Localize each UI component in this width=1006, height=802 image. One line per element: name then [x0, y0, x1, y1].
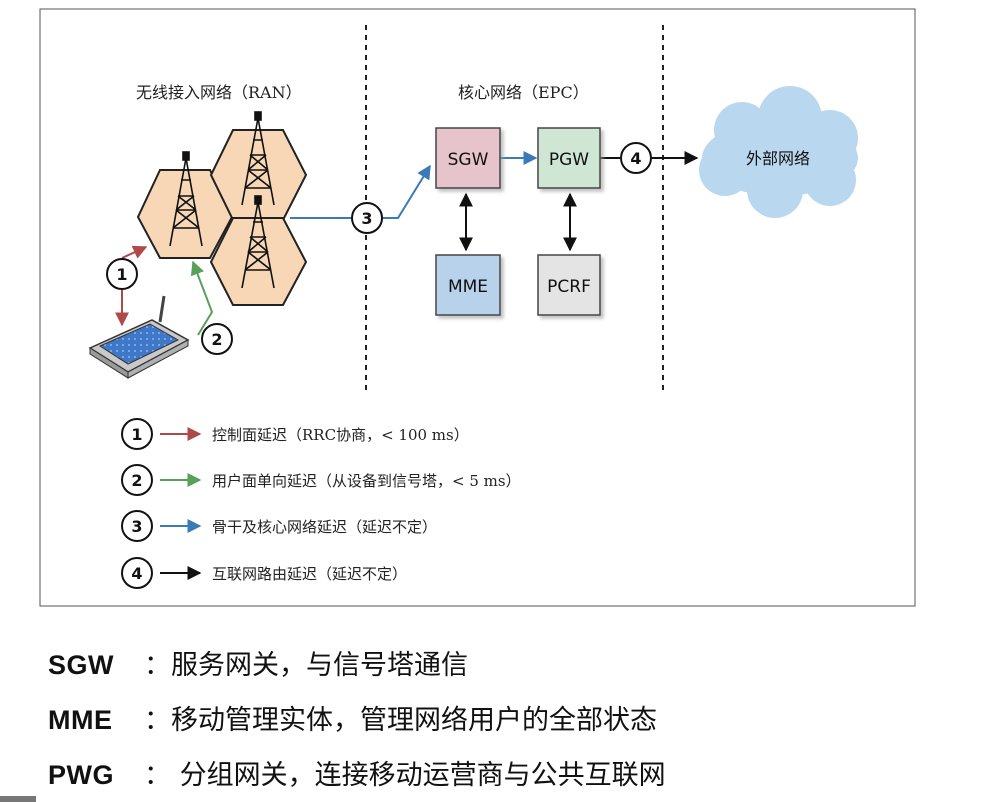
- definition-text: ： 分组网关，连接移动运营商与公共互联网: [144, 760, 666, 791]
- definition-text: ：移动管理实体，管理网络用户的全部状态: [144, 705, 657, 736]
- ran-label: 无线接入网络（RAN）: [136, 83, 302, 102]
- mme-node: MME: [435, 254, 501, 316]
- definition-pwg: PWG ： 分组网关，连接移动运营商与公共互联网: [48, 753, 666, 792]
- definition-term: SGW: [48, 650, 114, 680]
- cloud-label: 外部网络: [746, 149, 810, 168]
- mme-label: MME: [448, 277, 488, 297]
- legend-item: 2 用户面单向延迟（从设备到信号塔，< 5 ms）: [121, 464, 521, 496]
- marker-1-text: 1: [116, 265, 127, 284]
- legend-num: 2: [131, 471, 142, 490]
- cloud-icon: [699, 86, 858, 218]
- pgw-node: PGW: [537, 127, 601, 189]
- definition-sgw: SGW ：服务网关，与信号塔通信: [48, 643, 468, 682]
- legend-text: 骨干及核心网络延迟（延迟不定）: [212, 518, 437, 536]
- sgw-node: SGW: [435, 127, 501, 189]
- arrow-backbone: [382, 164, 431, 219]
- definition-text: ：服务网关，与信号塔通信: [144, 650, 468, 681]
- epc-label: 核心网络（EPC）: [458, 83, 589, 102]
- legend-text: 互联网路由延迟（延迟不定）: [212, 565, 407, 583]
- arrow-user-plane: [190, 260, 214, 336]
- legend-num: 4: [131, 564, 142, 583]
- arrow-control-plane-up: [121, 245, 148, 259]
- legend-text: 控制面延迟（RRC协商，< 100 ms）: [212, 426, 469, 444]
- cell-hexagon-bottom: [209, 217, 308, 306]
- cell-hexagon-left: [136, 169, 234, 259]
- laptop-device-icon: [88, 295, 190, 379]
- definition-term: MME: [48, 705, 113, 735]
- legend: 1 控制面延迟（RRC协商，< 100 ms） 2 用户面单向延迟（从设备到信号…: [121, 418, 521, 589]
- marker-4: 4: [620, 142, 652, 174]
- marker-2: 2: [201, 323, 233, 355]
- definition-term: PWG: [48, 760, 114, 790]
- marker-1: 1: [106, 258, 138, 290]
- definition-mme: MME ：移动管理实体，管理网络用户的全部状态: [48, 698, 657, 737]
- pcrf-node: PCRF: [537, 254, 601, 316]
- ran-cells: [136, 129, 308, 306]
- corner-bar: [0, 796, 36, 802]
- legend-num: 3: [131, 517, 142, 536]
- pgw-label: PGW: [549, 150, 589, 170]
- marker-4-text: 4: [630, 149, 641, 168]
- marker-3-text: 3: [361, 209, 372, 228]
- legend-item: 3 骨干及核心网络延迟（延迟不定）: [121, 510, 437, 542]
- cell-tower-icon: [169, 151, 203, 247]
- cell-tower-icon: [241, 111, 275, 206]
- marker-3: 3: [351, 202, 383, 234]
- marker-2-text: 2: [211, 330, 222, 349]
- sgw-label: SGW: [448, 150, 489, 170]
- legend-item: 4 互联网路由延迟（延迟不定）: [121, 557, 407, 589]
- legend-num: 1: [131, 425, 142, 444]
- legend-text: 用户面单向延迟（从设备到信号塔，< 5 ms）: [212, 472, 521, 490]
- pcrf-label: PCRF: [547, 277, 591, 297]
- legend-item: 1 控制面延迟（RRC协商，< 100 ms）: [121, 418, 469, 450]
- cell-tower-icon: [241, 195, 275, 289]
